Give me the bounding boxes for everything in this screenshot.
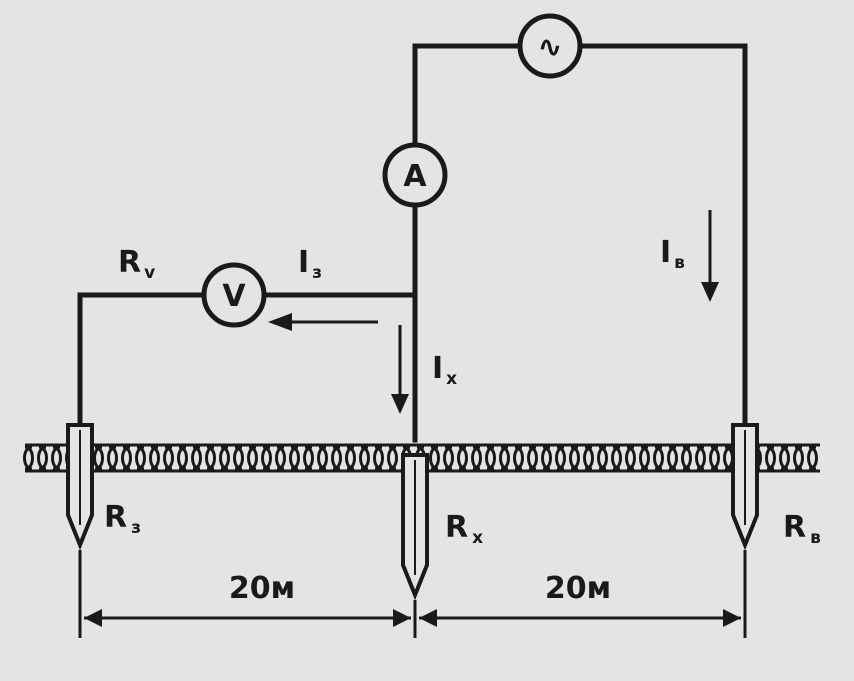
current-arrows [268,210,719,414]
source-symbol: ∿ [537,30,562,65]
voltmeter: V [201,262,267,328]
svg-text:Iз: Iз [298,245,322,283]
svg-text:Iв: Iв [660,235,685,273]
electrode-rb [731,423,759,551]
dimension-left-label: 20м [229,571,295,606]
ground-hatch [23,445,818,471]
svg-text:Rx: Rx [445,510,483,548]
arrow-ix-head [391,394,409,414]
electrode-rz [66,423,94,551]
arrow-iz-head [268,313,292,331]
wires [77,43,748,443]
wire-top-loop [412,43,748,443]
svg-text:Ix: Ix [432,351,457,389]
arrow-ib-head [701,282,719,302]
svg-text:Rv: Rv [118,245,155,283]
ammeter: A [382,142,448,208]
electrode-rx [401,453,429,601]
source-generator: ∿ [517,13,583,79]
dimension-right-label: 20м [545,571,611,606]
svg-text:Rв: Rв [783,510,821,548]
svg-text:Rз: Rз [104,500,141,538]
wire-voltmeter-branch [77,292,418,428]
dimension-lines: 20м 20м [78,550,747,638]
voltmeter-symbol: V [222,279,246,314]
ammeter-symbol: A [403,159,427,194]
